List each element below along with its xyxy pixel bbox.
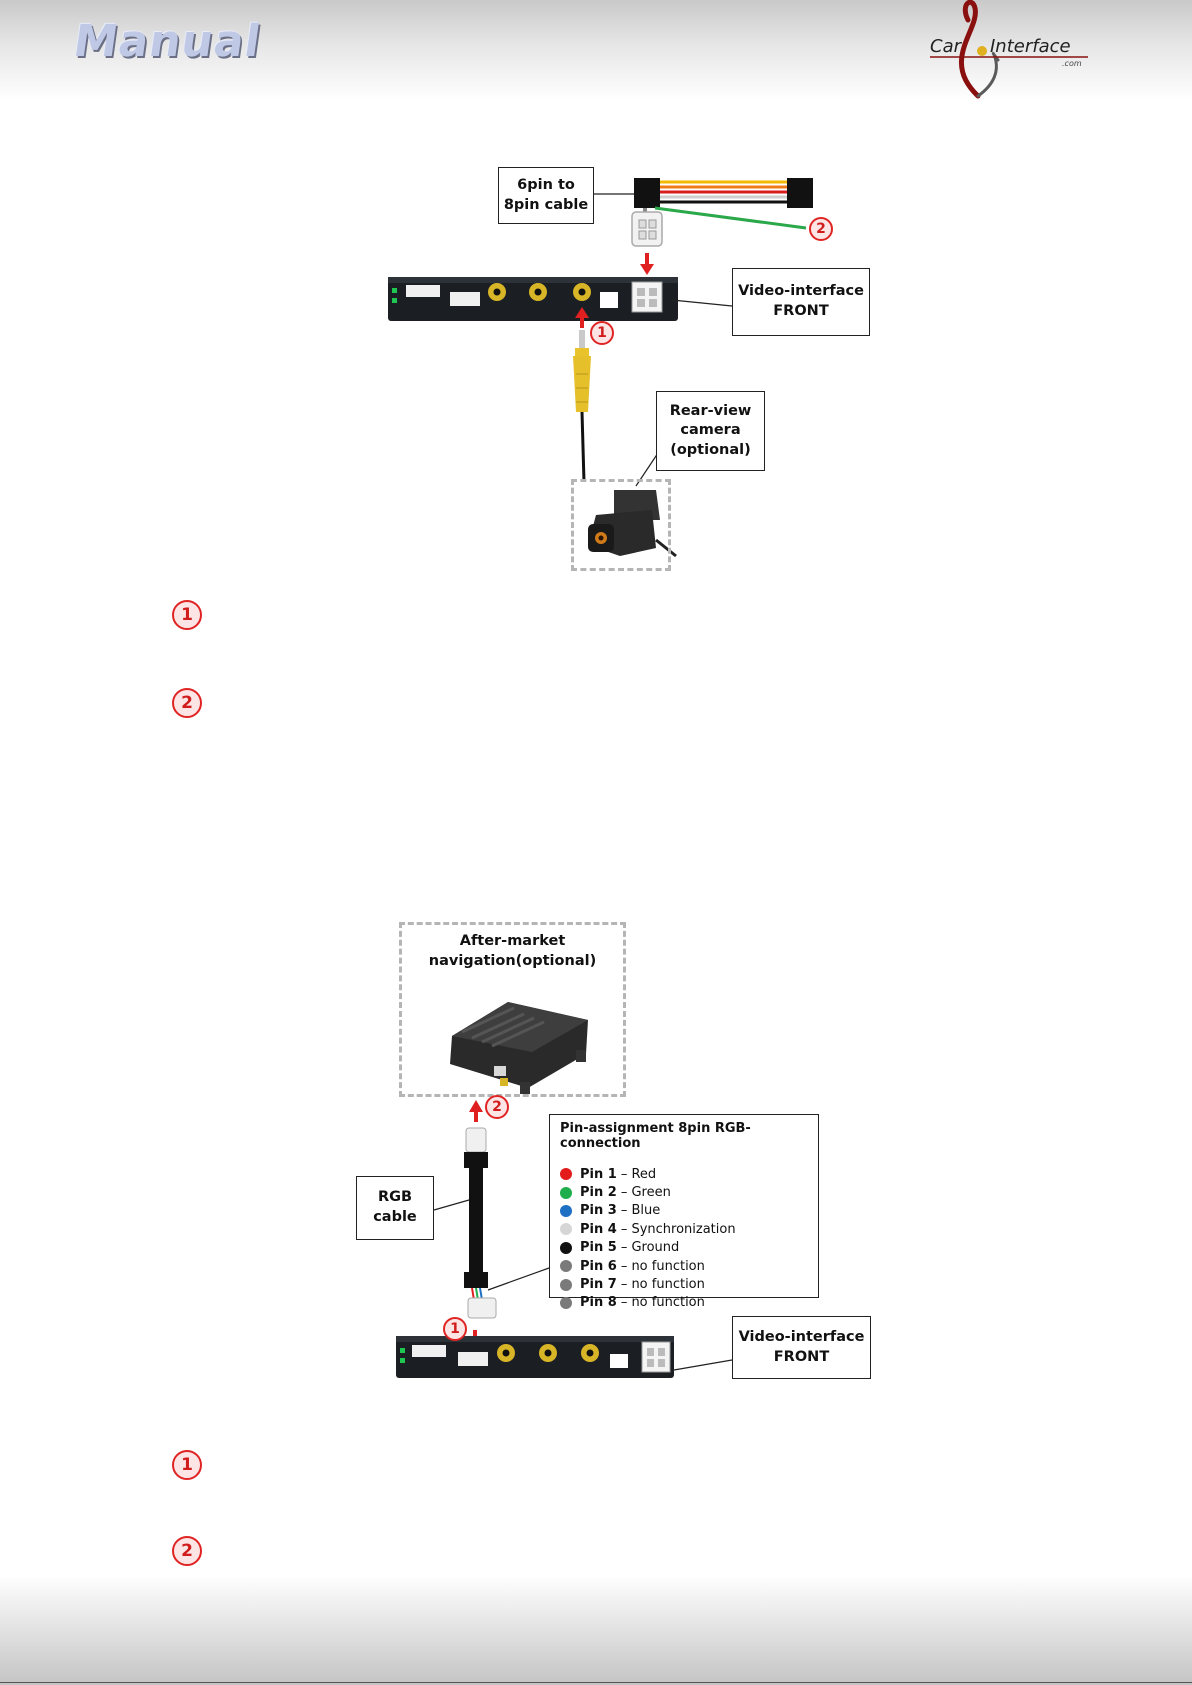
svg-text:Interface: Interface xyxy=(990,36,1071,57)
video-interface-device-2 xyxy=(396,1336,674,1378)
pin-color-dot xyxy=(560,1278,572,1291)
pin-description: – Blue xyxy=(620,1203,661,1219)
step1-marker-2: 2 xyxy=(172,688,202,718)
interface-label-line-1: Video-interface xyxy=(738,283,864,300)
rgb-cable-label-box: RGB cable xyxy=(356,1176,434,1240)
cable-label-line-1: 6pin to xyxy=(517,176,575,193)
interface-label-line-2: FRONT xyxy=(773,303,829,319)
pin-number: Pin 1 xyxy=(580,1166,617,1182)
camera-label-line-1: Rear-view xyxy=(669,402,752,419)
pin-number: Pin 6 xyxy=(580,1258,617,1274)
diagram-1-camera-connection xyxy=(388,178,813,558)
pin-number: Pin 7 xyxy=(580,1277,617,1293)
navigation-optional-dashed-box xyxy=(399,922,626,1097)
page-footer xyxy=(0,1575,1192,1685)
video-interface-label-box-1: Video-interface FRONT xyxy=(732,268,870,336)
car-interface-logo: Car Interface .com xyxy=(930,0,1088,99)
step2-marker-2: 2 xyxy=(172,1536,202,1566)
pin-number: Pin 5 xyxy=(580,1240,617,1256)
pin-row: Pin 1– Red xyxy=(560,1165,808,1183)
six-to-eight-pin-cable xyxy=(631,178,813,247)
svg-text:.com: .com xyxy=(1062,59,1082,68)
footer-line xyxy=(0,1682,1192,1683)
pin-number: Pin 8 xyxy=(580,1295,617,1311)
pin-color-dot xyxy=(560,1204,572,1217)
pin-row: Pin 6– no function xyxy=(560,1257,808,1275)
cable-label-line-2: 8pin cable xyxy=(503,196,589,213)
pin-color-dot xyxy=(560,1223,572,1236)
camera-label-line-3: (optional) xyxy=(670,441,751,458)
diagram1-marker-1: 1 xyxy=(590,321,614,345)
step2-marker-1: 1 xyxy=(172,1450,202,1480)
pin-row: Pin 2– Green xyxy=(560,1183,808,1201)
pin-color-dot xyxy=(560,1168,572,1181)
pin-color-dot xyxy=(560,1186,572,1199)
interface2-label-line-2: FRONT xyxy=(773,1348,830,1365)
pin-assignment-title: Pin-assignment 8pin RGB-connection xyxy=(560,1121,751,1151)
navigation-label-line-2: navigation(optional) xyxy=(428,952,597,969)
page-header: Manual Car Interface .com xyxy=(0,0,1192,100)
pin-row: Pin 5– Ground xyxy=(560,1239,808,1257)
navigation-device xyxy=(450,1002,588,1094)
video-interface-device xyxy=(388,277,678,321)
pin-description: – Synchronization xyxy=(620,1221,736,1237)
pin-number: Pin 2 xyxy=(580,1185,617,1201)
pin-row: Pin 4– Synchronization xyxy=(560,1220,808,1238)
rgb-label-line-1: RGB xyxy=(377,1189,413,1206)
pin-assignment-box: Pin-assignment 8pin RGB-connection Pin 1… xyxy=(549,1114,819,1310)
step1-marker-1: 1 xyxy=(172,600,202,630)
diagram1-marker-2: 2 xyxy=(809,217,833,241)
rca-camera-cable xyxy=(573,330,591,483)
pin-description: – Ground xyxy=(620,1240,680,1256)
pin-color-dot xyxy=(560,1260,572,1273)
pin-color-dot xyxy=(560,1296,572,1309)
navigation-label-line-1: After-market xyxy=(459,933,566,949)
pin-description: – Red xyxy=(620,1166,657,1182)
pin-row: Pin 7– no function xyxy=(560,1275,808,1293)
diagram2-marker-1: 1 xyxy=(443,1317,467,1341)
camera-label-box: Rear-view camera (optional) xyxy=(656,391,765,471)
cable-label-box: 6pin to 8pin cable xyxy=(498,167,594,224)
pin-description: – no function xyxy=(620,1295,705,1311)
navigation-label: After-market navigation(optional) xyxy=(399,932,626,971)
pin-row: Pin 3– Blue xyxy=(560,1202,808,1220)
video-interface-label-box-2: Video-interface FRONT xyxy=(732,1316,871,1379)
interface2-label-line-1: Video-interface xyxy=(738,1328,865,1345)
diagram2-marker-2: 2 xyxy=(485,1095,509,1119)
camera-optional-dashed-box xyxy=(571,479,671,571)
pin-description: – no function xyxy=(620,1258,705,1274)
rgb-cable xyxy=(464,1127,497,1319)
pin-number: Pin 3 xyxy=(580,1203,617,1219)
pin-description: – Green xyxy=(620,1185,671,1201)
pin-number: Pin 4 xyxy=(580,1221,617,1237)
rgb-label-line-2: cable xyxy=(373,1209,417,1225)
pin-description: – no function xyxy=(620,1277,705,1293)
rear-view-camera xyxy=(588,490,677,558)
pin-row: Pin 8– no function xyxy=(560,1294,808,1312)
svg-text:Car: Car xyxy=(930,36,963,57)
camera-label-line-2: camera xyxy=(680,422,741,439)
pin-color-dot xyxy=(560,1241,572,1254)
diagram-2-rgb-connection xyxy=(396,1002,733,1378)
